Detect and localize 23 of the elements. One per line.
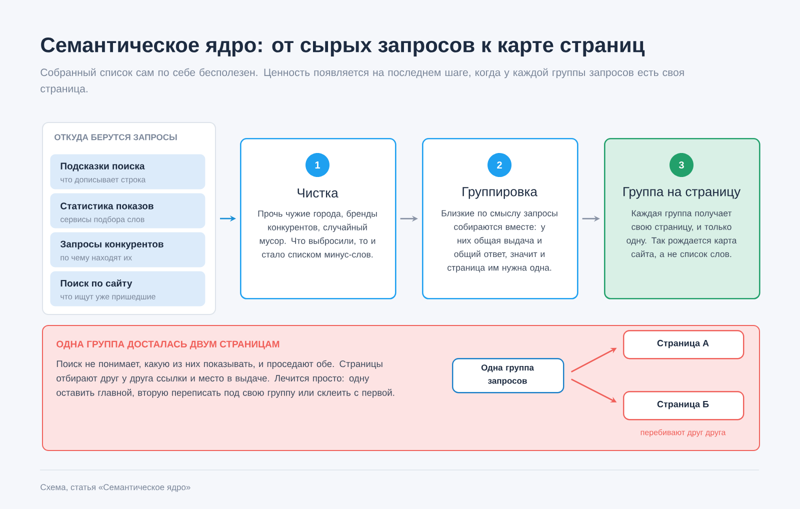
step-description: Прочь чужие города, бренды конкурентов, случайный мусор. Что выбросили, то и стало списком минус-слов. xyxy=(258,210,377,260)
step-number: 3 xyxy=(670,153,694,177)
step-description: Каждая группа получает свою страницу, и только одну. Так рождается карта сайта, а не список слов. xyxy=(626,210,737,258)
source-item: Запросы конкурентов по чему находят их xyxy=(50,232,206,268)
page-box: Страница А xyxy=(623,330,744,360)
title: Семантическое ядро: от сырых запросов к карте страниц xyxy=(41,38,645,57)
note: перебивают друг друга xyxy=(640,429,726,437)
step-number: 1 xyxy=(306,153,330,177)
source-item: Статистика показов сервисы подбора слов xyxy=(50,193,206,228)
group-box: Одна группа запросов xyxy=(452,358,564,394)
subtitle: Собранный список сам по себе бесполезен. Ценность появляется на последнем шаге, когда у каждой группы запросов есть своя страница. xyxy=(40,68,684,94)
panel-heading: ОТКУДА БЕРУТСЯ ЗАПРОСЫ xyxy=(54,134,177,142)
step-title: Группировка xyxy=(462,187,538,199)
step-number: 2 xyxy=(488,153,512,177)
step-description: Близкие по смыслу запросы собираются вместе: у них общая выдача и общий ответ, значит и страница им нужна одна. xyxy=(442,210,558,272)
source-item: Подсказки поиска что дописывает строка xyxy=(50,154,206,190)
step-title: Чистка xyxy=(298,188,338,198)
caption: Схема, статья «Семантическое ядро» xyxy=(40,484,190,492)
warning-heading: ОДНА ГРУППА ДОСТАЛАСЬ ДВУМ СТРАНИЦАМ xyxy=(56,340,280,350)
page-box: Страница Б xyxy=(623,391,744,420)
source-item: Поиск по сайту что ищут уже пришедшие xyxy=(50,271,206,306)
step-title: Группа на страницу xyxy=(624,187,741,199)
warning-text: Поиск не понимает, какую из них показывать, и проседают обе. Страницы отбирают друг у друга ссылки и место в выдаче. Лечится просто: одну оставить главной, вторую переписать под свою группу или склеить с первой. xyxy=(56,360,394,398)
